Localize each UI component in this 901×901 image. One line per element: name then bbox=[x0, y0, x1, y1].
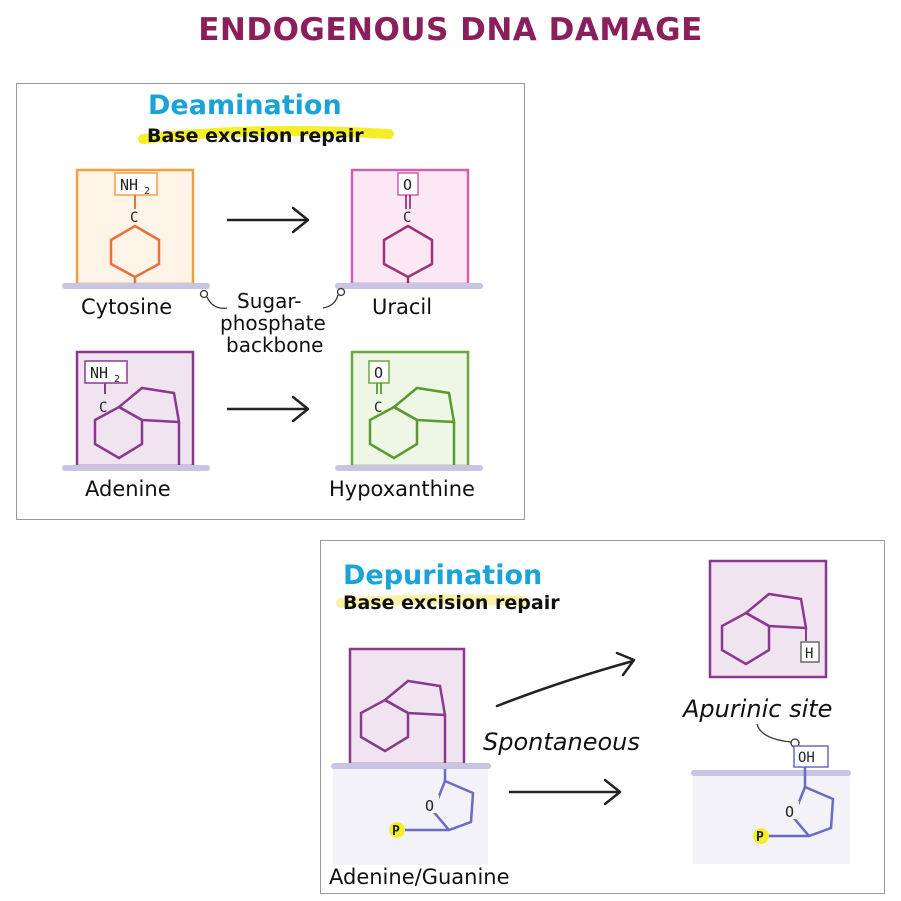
phosphate-right-label: P bbox=[756, 830, 764, 845]
depurination-panel: Depurination Base excision repair O P Ad… bbox=[320, 540, 885, 894]
phosphate-icon bbox=[389, 822, 405, 838]
uracil-o-label: O bbox=[403, 176, 412, 194]
repair-highlight-pale bbox=[336, 594, 528, 608]
phosphate-icon-right bbox=[753, 828, 769, 844]
adenine-c-label: C bbox=[99, 400, 107, 416]
deamination-arrow-2 bbox=[227, 395, 310, 423]
cytosine-subscript: 2 bbox=[144, 186, 150, 197]
uracil-structure: O C bbox=[350, 168, 470, 286]
cytosine-structure: NH 2 C bbox=[75, 168, 195, 286]
cytosine-nh-label: NH bbox=[120, 176, 138, 194]
backbone-label-line-3: backbone bbox=[226, 333, 323, 357]
spontaneous-label: Spontaneous bbox=[483, 728, 640, 756]
apurinic-sugar-structure: OH O P bbox=[753, 745, 835, 845]
apurinic-callout-line bbox=[756, 723, 792, 743]
phosphate-left-label: P bbox=[392, 824, 400, 839]
cytosine-c-label: C bbox=[130, 210, 138, 226]
hypoxanthine-structure: O C bbox=[350, 350, 470, 468]
sugar-ring-left: O P bbox=[389, 769, 475, 839]
uracil-c-label: C bbox=[403, 210, 411, 226]
deamination-diagram: Deamination Base excision repair NH 2 C … bbox=[62, 90, 483, 501]
depurination-heading: Depurination bbox=[343, 560, 542, 591]
deamination-panel: Deamination Base excision repair NH 2 C … bbox=[16, 83, 525, 520]
adenine-label: Adenine bbox=[85, 477, 171, 501]
oh-label: OH bbox=[798, 750, 815, 766]
deamination-arrow-1 bbox=[227, 206, 310, 234]
adenine-nh-label: NH bbox=[90, 364, 108, 382]
hypoxanthine-label: Hypoxanthine bbox=[329, 477, 475, 501]
apurinic-backbone bbox=[691, 770, 851, 776]
page-title: ENDOGENOUS DNA DAMAGE bbox=[198, 12, 703, 48]
ring-o-left: O bbox=[425, 797, 434, 815]
deamination-heading: Deamination bbox=[148, 90, 342, 121]
hypoxanthine-o-label: O bbox=[374, 364, 383, 382]
repair-highlight bbox=[138, 125, 394, 144]
purine-label: Adenine/Guanine bbox=[329, 865, 510, 889]
cytosine-label: Cytosine bbox=[81, 295, 172, 319]
hypoxanthine-backbone bbox=[335, 465, 483, 471]
h-label: H bbox=[805, 646, 813, 662]
deamination-repair-label: Base excision repair bbox=[147, 125, 364, 147]
spontaneous-arrow-right bbox=[509, 778, 622, 806]
ring-o-right: O bbox=[785, 803, 794, 821]
adenine-subscript: 2 bbox=[114, 374, 120, 385]
purine-backbone bbox=[331, 763, 491, 769]
released-base-structure: H bbox=[708, 559, 828, 679]
apurinic-site-label: Apurinic site bbox=[681, 695, 832, 723]
backbone-label-line-2: phosphate bbox=[220, 311, 326, 335]
uracil-backbone bbox=[335, 283, 483, 289]
depurination-repair-label: Base excision repair bbox=[343, 592, 560, 614]
adenine-backbone bbox=[62, 465, 210, 471]
spontaneous-arrow-up bbox=[495, 651, 636, 708]
hypoxanthine-c-label: C bbox=[374, 400, 382, 416]
backbone-label-line-1: Sugar- bbox=[237, 289, 301, 313]
backbone-callout: Sugar- phosphate backbone bbox=[199, 287, 346, 357]
sugar-region-right bbox=[693, 775, 850, 864]
depurination-diagram: Depurination Base excision repair O P Ad… bbox=[329, 559, 851, 889]
uracil-label: Uracil bbox=[372, 295, 432, 319]
cytosine-backbone bbox=[62, 283, 210, 289]
sugar-region-left bbox=[333, 768, 488, 865]
adenine-structure: NH 2 C bbox=[75, 350, 195, 468]
purine-structure bbox=[348, 647, 466, 766]
